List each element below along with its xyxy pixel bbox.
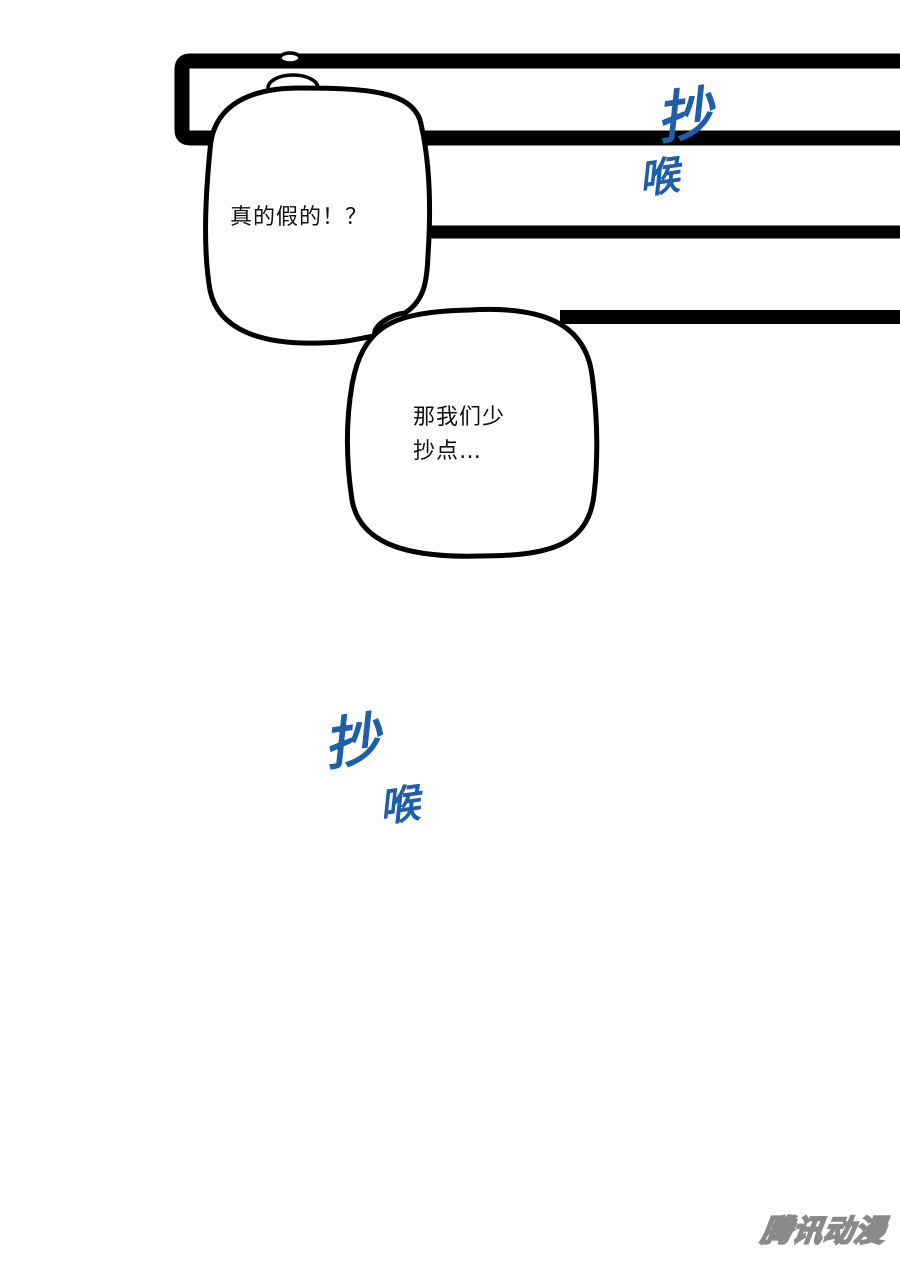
bubble-1-text: 真的假的！？ xyxy=(230,205,369,230)
bubble-2-text: 那我们少 抄点… xyxy=(413,405,506,464)
sfx-1-line-1: 抄 xyxy=(652,79,715,153)
speech-bubble-2 xyxy=(345,306,600,559)
stacked-bars xyxy=(174,53,900,324)
sfx-2-line-1: 抄 xyxy=(319,705,383,779)
thought-loop-small xyxy=(278,51,302,65)
bar-top xyxy=(174,53,900,146)
sound-effect-2: 抄 喉 xyxy=(319,705,421,836)
watermark-logo: 腾讯动漫 xyxy=(758,1213,889,1250)
sfx-2-line-2: 喉 xyxy=(376,780,421,832)
